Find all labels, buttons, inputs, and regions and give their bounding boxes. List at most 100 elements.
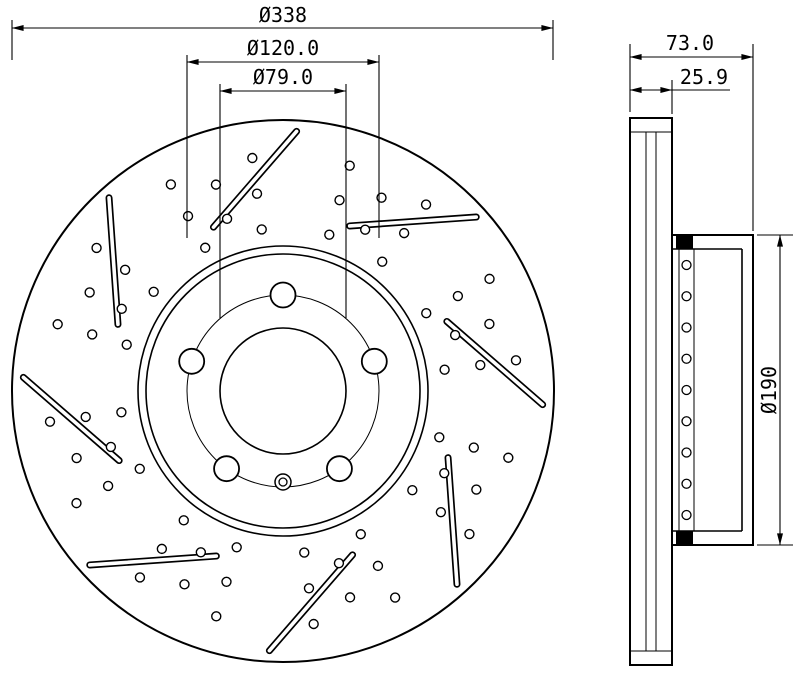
drill-dimple bbox=[91, 242, 102, 254]
drill-dimple bbox=[333, 557, 345, 569]
bolt-circle bbox=[186, 294, 380, 488]
dimensions-front: Ø338 Ø120.0 Ø79.0 bbox=[11, 3, 554, 318]
dimension-outer-diameter: Ø338 bbox=[11, 3, 554, 60]
drill-dimple bbox=[324, 229, 335, 240]
front-view bbox=[11, 119, 555, 663]
drill-dimple bbox=[247, 152, 258, 164]
drill-dimple bbox=[182, 210, 194, 222]
drill-dimple bbox=[376, 192, 387, 203]
slot-body bbox=[267, 553, 355, 653]
drill-dimple bbox=[308, 618, 319, 630]
hat-bolt-hole bbox=[681, 259, 692, 271]
friction-ring-section bbox=[629, 117, 673, 666]
drill-dimple bbox=[344, 160, 355, 171]
drill-dimple bbox=[178, 515, 189, 526]
drill-dimple bbox=[102, 480, 114, 492]
wheel-bolt-hole bbox=[213, 455, 240, 483]
dimension-disc-thickness: 25.9 bbox=[629, 65, 730, 114]
drill-dimple bbox=[377, 256, 388, 267]
hat-bolt-hole bbox=[681, 353, 692, 364]
slot-body bbox=[87, 554, 219, 567]
dim-label-hat-diameter: Ø190 bbox=[757, 366, 781, 414]
drill-dimple bbox=[510, 355, 522, 366]
slot bbox=[86, 552, 220, 569]
drill-dimple bbox=[179, 579, 190, 590]
dim-label-total-height: 73.0 bbox=[666, 31, 714, 55]
hat-outline bbox=[672, 234, 754, 546]
hat-bolt-hole bbox=[681, 447, 692, 458]
drill-dimple bbox=[484, 273, 495, 285]
hat-ring-outer bbox=[137, 245, 429, 537]
wheel-bolt-hole bbox=[178, 347, 206, 375]
section-cut-fill-top bbox=[676, 236, 693, 249]
drill-dimple bbox=[398, 227, 410, 239]
hat-ring-inner bbox=[145, 253, 421, 529]
drill-dimple bbox=[389, 592, 401, 603]
dimension-center-bore: Ø79.0 bbox=[219, 65, 347, 318]
drill-dimple bbox=[475, 359, 486, 371]
wheel-bolt-hole bbox=[360, 347, 388, 375]
slot bbox=[346, 213, 480, 230]
slot bbox=[105, 194, 122, 328]
drill-dimple bbox=[105, 441, 117, 453]
drill-dimple bbox=[210, 179, 222, 190]
slot bbox=[209, 127, 301, 231]
drill-dimple bbox=[420, 199, 432, 210]
drill-dimple bbox=[148, 286, 159, 297]
drill-dimple bbox=[116, 303, 127, 315]
slot-body bbox=[107, 195, 120, 327]
drill-dimple bbox=[116, 407, 127, 418]
drill-dimple bbox=[303, 583, 315, 594]
drill-dimple bbox=[251, 188, 263, 199]
drill-dimple bbox=[355, 529, 366, 540]
drill-dimple bbox=[468, 442, 480, 453]
drill-dimple bbox=[359, 224, 371, 235]
drill-dimple bbox=[44, 416, 56, 427]
drill-dimple bbox=[119, 264, 131, 276]
drill-dimple bbox=[434, 432, 445, 443]
drill-dimple bbox=[52, 319, 63, 330]
drill-dimple bbox=[452, 290, 464, 302]
drill-dimple bbox=[334, 194, 345, 206]
drill-dimple bbox=[71, 497, 82, 509]
drill-dimple bbox=[372, 560, 384, 572]
drill-dimple bbox=[165, 179, 177, 190]
dimensions-side: 73.0 25.9 Ø190 bbox=[629, 31, 793, 546]
drill-dimple bbox=[200, 242, 211, 253]
drill-dimple bbox=[435, 506, 447, 518]
slot bbox=[443, 317, 547, 409]
drill-dimple bbox=[134, 572, 146, 583]
hat-bolt-hole bbox=[681, 509, 692, 521]
hat-bolt-hole bbox=[681, 322, 692, 333]
hat-bolt-hole bbox=[681, 291, 692, 302]
dimension-bolt-circle: Ø120.0 bbox=[186, 36, 380, 238]
slot-body bbox=[446, 455, 459, 587]
drill-dimple bbox=[221, 576, 232, 588]
dim-label-disc-thickness: 25.9 bbox=[680, 65, 728, 89]
drill-dimple bbox=[84, 287, 95, 298]
drill-dimple bbox=[503, 452, 514, 463]
hat-bolt-holes bbox=[681, 259, 692, 521]
drill-dimple bbox=[156, 543, 168, 555]
slot-body bbox=[21, 375, 121, 463]
slot-body bbox=[211, 129, 299, 229]
side-view bbox=[629, 117, 754, 666]
drill-dimple bbox=[195, 547, 207, 558]
dim-label-bolt-circle: Ø120.0 bbox=[247, 36, 319, 60]
drill-dimple bbox=[231, 542, 242, 553]
wheel-bolt-hole bbox=[269, 281, 297, 309]
dim-label-center-bore: Ø79.0 bbox=[253, 65, 313, 89]
drill-dimple bbox=[221, 213, 233, 225]
dimension-total-height: 73.0 bbox=[629, 31, 754, 231]
drill-dimple bbox=[344, 592, 356, 603]
drill-dimple bbox=[439, 467, 450, 479]
drill-dimple bbox=[471, 484, 482, 495]
drill-dimple bbox=[464, 528, 475, 540]
locating-pin-hole-inner bbox=[278, 477, 288, 487]
dimension-hat-diameter: Ø190 bbox=[757, 234, 793, 546]
drill-dimple bbox=[484, 318, 495, 330]
drill-dimple bbox=[421, 308, 432, 319]
drill-dimple bbox=[407, 485, 418, 496]
